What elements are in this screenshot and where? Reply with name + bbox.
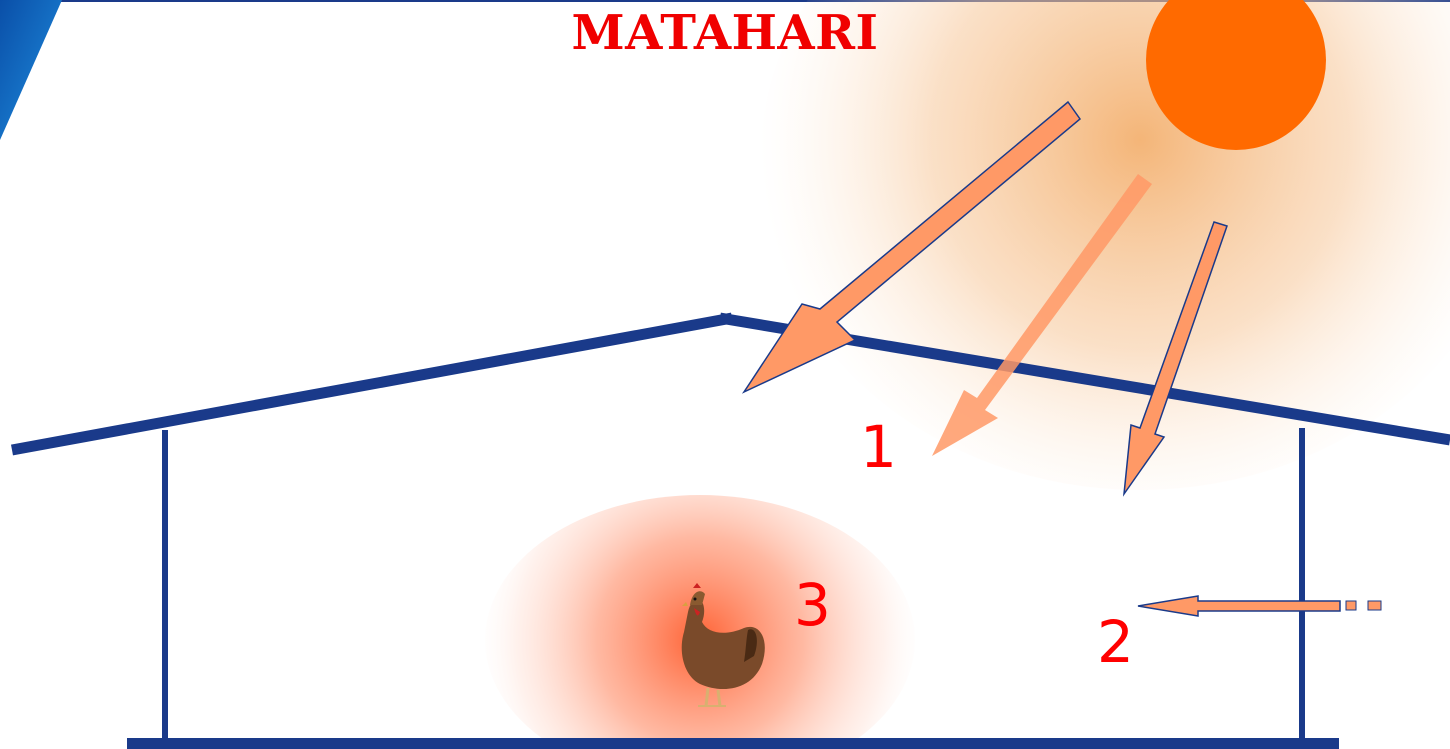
sun-ray-arrow-roof (741, 100, 1082, 394)
sun-ray-arrow-2 (1122, 221, 1228, 497)
side-arrow-dash (1345, 600, 1357, 611)
side-arrow-2 (1137, 595, 1341, 617)
roof-left (11, 312, 733, 456)
label-3: 3 (794, 571, 831, 639)
side-arrow-dash (1367, 600, 1382, 611)
label-2: 2 (1097, 608, 1134, 676)
corner-swoosh-decoration (0, 0, 62, 140)
sun-icon (1146, 0, 1326, 150)
diagram-title: MATAHARI (571, 5, 879, 61)
floor (127, 738, 1339, 749)
top-border-strip (0, 0, 1450, 2)
chicken-icon (681, 583, 765, 707)
sun-ray-arrow-1 (932, 174, 1152, 456)
label-1: 1 (860, 413, 897, 481)
